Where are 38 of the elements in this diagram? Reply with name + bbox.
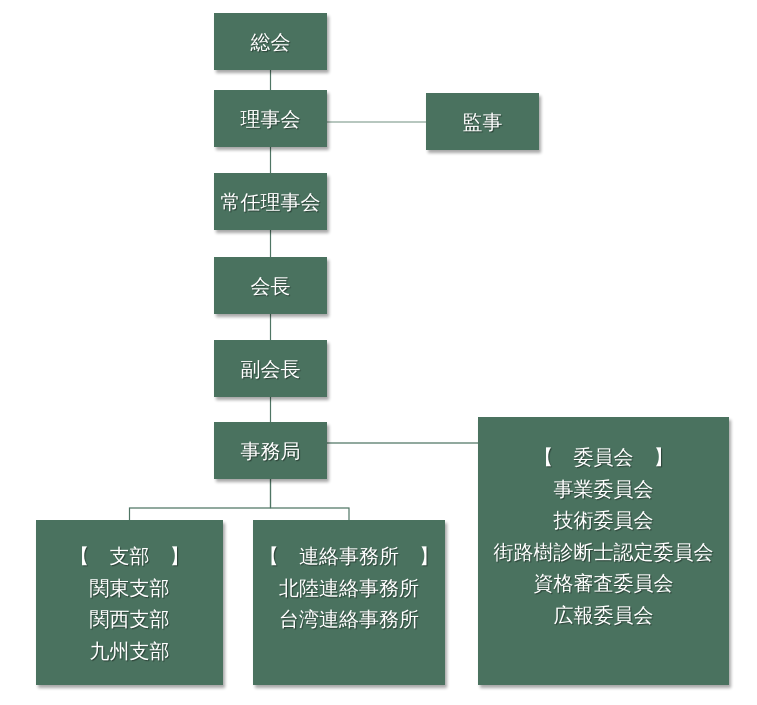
box-label: 総会 bbox=[250, 30, 290, 54]
list-item: 技術委員会 bbox=[554, 507, 654, 534]
section-heading: 【 連絡事務所 】 bbox=[259, 543, 439, 570]
org-box bbox=[214, 340, 327, 397]
list-item: 街路樹診断士認定委員会 bbox=[494, 538, 714, 566]
section-heading: 【 支部 】 bbox=[70, 543, 190, 570]
group-panel bbox=[253, 520, 445, 685]
box-label: 会長 bbox=[250, 274, 290, 298]
connector-line bbox=[270, 147, 272, 173]
org-box bbox=[426, 93, 539, 150]
group-panel bbox=[478, 417, 729, 685]
org-box bbox=[214, 13, 327, 70]
box-label: 常任理事会 bbox=[220, 190, 320, 214]
list-item: 関東支部 bbox=[90, 574, 170, 602]
list-item: 九州支部 bbox=[90, 638, 170, 664]
org-box bbox=[214, 90, 327, 147]
box-label: 理事会 bbox=[240, 106, 300, 130]
list-item: 関西支部 bbox=[90, 606, 170, 633]
list-item: 台湾連絡事務所 bbox=[279, 606, 419, 633]
connector-line bbox=[270, 479, 350, 520]
box-label: 副会長 bbox=[240, 356, 300, 380]
connector-line bbox=[327, 121, 426, 123]
connector-line bbox=[270, 70, 272, 90]
list-item: 事業委員会 bbox=[554, 476, 654, 502]
org-box bbox=[214, 422, 327, 479]
org-box bbox=[214, 257, 327, 314]
box-label: 監事 bbox=[462, 110, 502, 134]
connector-line bbox=[270, 314, 272, 340]
connector-line bbox=[270, 397, 272, 422]
list-item: 北陸連絡事務所 bbox=[279, 574, 419, 602]
list-item: 資格審査委員会 bbox=[534, 570, 674, 597]
org-box bbox=[214, 173, 327, 230]
box-label: 事務局 bbox=[240, 438, 300, 462]
connector-line bbox=[327, 442, 478, 444]
connector-line bbox=[270, 230, 272, 257]
section-heading: 【 委員会 】 bbox=[534, 444, 674, 471]
list-item: 広報委員会 bbox=[554, 602, 654, 628]
group-panel bbox=[36, 520, 223, 685]
